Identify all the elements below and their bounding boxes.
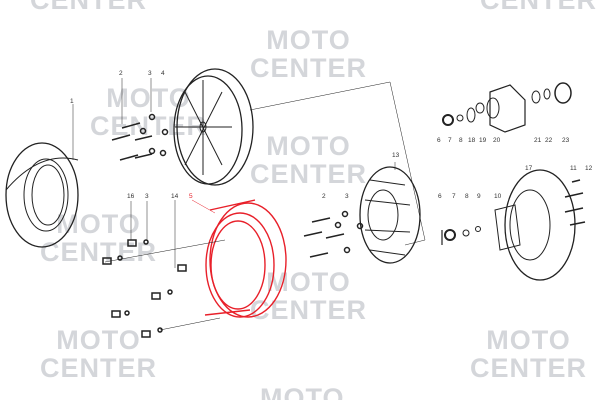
- alloy-wheel: [173, 68, 254, 186]
- watermark-text: CENTER: [250, 295, 368, 325]
- part-label: 7: [448, 137, 452, 144]
- part-label: 22: [545, 137, 553, 144]
- part-label: 8: [459, 137, 463, 144]
- part-label: 9: [477, 193, 481, 200]
- part-label: 14: [171, 193, 179, 200]
- watermark-text: MOTO: [56, 325, 141, 355]
- part-label: 20: [493, 137, 501, 144]
- watermark-text: CENTER: [470, 353, 588, 383]
- part-label: 7: [452, 193, 456, 200]
- part-label: 8: [465, 193, 469, 200]
- part-label: 11: [570, 165, 577, 172]
- part-label: 13: [392, 152, 400, 159]
- part-label: 10: [494, 193, 502, 200]
- watermark: CENTER: [480, 0, 597, 14]
- hub-assembly: [442, 82, 572, 133]
- watermark: CENTER: [30, 0, 147, 14]
- part-label: 4: [161, 70, 165, 77]
- watermark-text: MOTO: [266, 131, 351, 161]
- part-label: 19: [479, 137, 487, 144]
- watermark: MOTO: [260, 384, 345, 400]
- bolts: [303, 210, 364, 258]
- watermark-text: MOTO: [266, 25, 351, 55]
- part-label-highlighted[interactable]: 5: [189, 193, 193, 200]
- watermark-text: MOTO: [106, 83, 191, 113]
- part-label: 18: [468, 137, 476, 144]
- part-label: 23: [562, 137, 570, 144]
- bolts: [102, 239, 226, 338]
- brake-drum: [359, 166, 421, 264]
- watermark-text: MOTO: [56, 209, 141, 239]
- part-label: 3: [148, 70, 152, 77]
- part-label: 17: [525, 165, 533, 172]
- bolts: [111, 113, 169, 161]
- watermark-text: CENTER: [40, 353, 158, 383]
- part-label: 12: [585, 165, 593, 172]
- watermark-text: CENTER: [250, 159, 368, 189]
- part-label: 6: [438, 193, 442, 200]
- part-label: 3: [345, 193, 349, 200]
- watermark-text: MOTO: [260, 383, 345, 400]
- watermark-text: CENTER: [30, 0, 148, 15]
- part-label: 3: [145, 193, 149, 200]
- tire: [5, 142, 79, 248]
- watermark-text: CENTER: [90, 111, 208, 141]
- part-label: 1: [70, 98, 74, 105]
- rim-highlighted: [204, 199, 287, 318]
- watermark-text: CENTER: [480, 0, 598, 15]
- watermark-text: MOTO: [486, 325, 571, 355]
- part-label: 6: [437, 137, 441, 144]
- watermark-text: CENTER: [250, 53, 368, 83]
- part-label: 2: [322, 193, 326, 200]
- backplate: [441, 169, 586, 281]
- part-label: 21: [534, 137, 542, 144]
- part-label: 2: [119, 70, 123, 77]
- part-label: 16: [127, 193, 135, 200]
